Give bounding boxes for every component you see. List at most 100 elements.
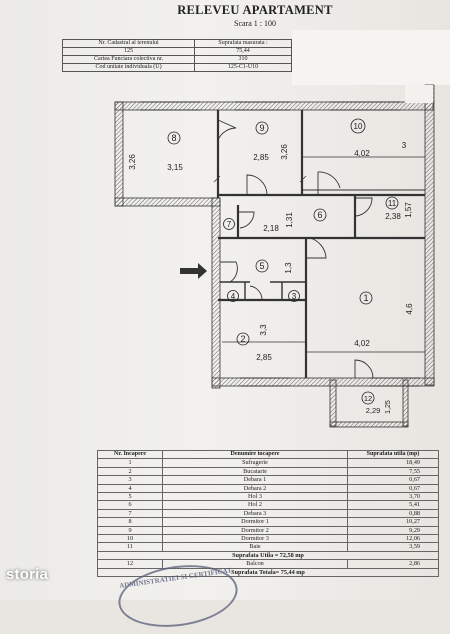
room-area: 12,06 (347, 534, 439, 544)
room-marker-11: 11 (385, 196, 399, 210)
dim-label: 4,02 (354, 149, 370, 158)
room-name: Bucatarie (162, 466, 348, 477)
room-marker-12: 12 (361, 391, 375, 405)
dim-label: 3,15 (167, 163, 183, 172)
room-area: 3,59 (347, 542, 439, 552)
room-marker-5: 5 (255, 259, 269, 273)
room-area: 5,41 (347, 500, 439, 510)
dimension-lines (213, 156, 425, 353)
room-name: Sufragerie (162, 458, 348, 468)
room-marker-6: 6 (313, 208, 327, 222)
storia-logo: storia (6, 566, 49, 583)
meta-value: 125-C1-U10 (194, 63, 292, 72)
room-name: Dormitor 1 (162, 517, 348, 527)
dim-label: 3,3 (259, 324, 268, 336)
outer-walls (114, 84, 435, 428)
room-nr: 10 (97, 534, 163, 544)
dim-label: 1,57 (404, 202, 413, 218)
room-name: Baie (162, 542, 348, 552)
room-marker-4: 4 (227, 290, 239, 302)
room-name: Debara 3 (162, 508, 348, 519)
meta-label: Cod unitate individuala (U) (61, 63, 196, 72)
window-marks (140, 101, 420, 387)
room-markers: 8 9 10 7 6 11 (167, 118, 399, 405)
paper-glare (292, 30, 450, 85)
document-title: RELEVEU APARTAMENT (177, 3, 333, 17)
room-number: 12 (364, 394, 372, 403)
room-marker-7: 7 (223, 218, 235, 230)
room-number: 5 (259, 261, 264, 271)
column-header: Nr. Incapere (97, 449, 163, 460)
dim-label: 2,18 (263, 224, 279, 233)
scale-label: Scara 1 : 100 (234, 19, 276, 28)
dim-label: 1,3 (284, 262, 293, 274)
dim-label: 1,31 (285, 212, 294, 228)
column-header: Suprafata utila (mp) (347, 449, 439, 460)
room-nr: 3 (97, 475, 163, 485)
room-nr: 6 (97, 500, 163, 510)
room-marker-1: 1 (359, 291, 373, 305)
table-header-row: Nr. Incapere Denumire incapere Suprafata… (97, 449, 439, 460)
room-nr: 4 (97, 483, 163, 494)
room-name: Debara 2 (162, 483, 348, 494)
room-number: 6 (317, 210, 322, 220)
room-nr: 9 (97, 525, 163, 536)
room-area: 9,29 (347, 525, 439, 536)
room-nr: 11 (97, 542, 163, 552)
dim-label: 4,02 (354, 339, 370, 348)
dim-label: 2,85 (256, 353, 272, 362)
rooms-table: Nr. Incapere Denumire incapere Suprafata… (97, 449, 439, 578)
room-name: Debara 1 (162, 475, 348, 485)
room-area: 0,88 (347, 508, 439, 519)
room-name: Dormitor 3 (162, 534, 348, 544)
dim-label: 2,85 (253, 153, 269, 162)
room-marker-3: 3 (288, 290, 300, 302)
column-header: Denumire incapere (162, 449, 348, 460)
room-nr: 2 (97, 466, 163, 477)
dim-label: 3 (402, 141, 407, 150)
entrance-arrow-icon (180, 263, 207, 279)
room-marker-10: 10 (350, 118, 366, 134)
cadastral-table: Nr. Cadastral al terenului Suprafata mas… (61, 39, 292, 72)
dim-label: 3,26 (128, 154, 137, 170)
room-area: 18,49 (347, 458, 439, 468)
door-swings (217, 119, 374, 379)
dim-label: 1,25 (385, 400, 392, 414)
floor-plan: 8 9 10 7 6 11 (114, 84, 435, 428)
room-nr: 8 (97, 517, 163, 527)
total-util: Suprafata Utila = 72,58 mp (97, 550, 439, 561)
room-marker-9: 9 (255, 121, 269, 135)
room-number: 1 (363, 293, 368, 303)
dim-label: 2,29 (366, 406, 381, 415)
room-number: 10 (354, 122, 363, 131)
table-summary-row: Suprafata Totala= 75,44 mp (97, 567, 439, 578)
room-nr: 1 (97, 458, 163, 468)
room-area: 0,67 (347, 475, 439, 485)
room-number: 7 (227, 220, 232, 229)
room-name: Hol 3 (162, 492, 348, 502)
room-marker-8: 8 (167, 131, 181, 145)
room-nr: 12 (97, 559, 163, 569)
room-number: 9 (259, 123, 264, 133)
room-number: 3 (292, 292, 297, 301)
room-name: Hol 2 (162, 500, 348, 510)
room-number: 11 (388, 199, 397, 208)
dim-label: 4,6 (405, 303, 414, 315)
room-area: 0,67 (347, 483, 439, 494)
room-number: 2 (240, 334, 245, 344)
room-nr: 7 (97, 508, 163, 519)
total-area: Suprafata Totala= 75,44 mp (97, 567, 439, 578)
room-number: 8 (171, 133, 176, 143)
room-area: 2,86 (347, 559, 439, 569)
